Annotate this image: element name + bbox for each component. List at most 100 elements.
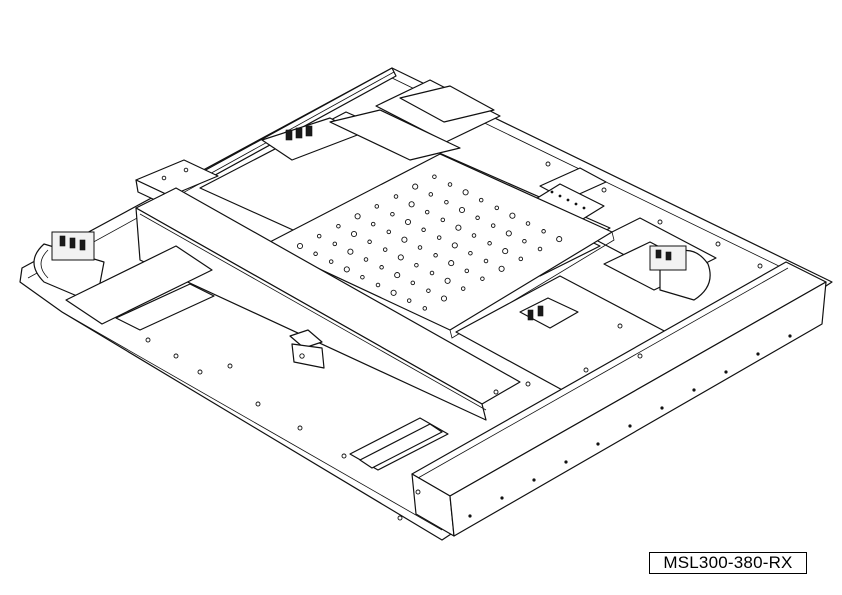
base-hole — [493, 389, 499, 395]
base-hole — [657, 219, 663, 225]
table-hole — [429, 270, 435, 276]
base-hole — [525, 381, 531, 387]
beam-screw — [468, 514, 472, 518]
table-hole — [440, 295, 448, 302]
table-hole — [404, 218, 412, 226]
base-mounting-holes — [145, 161, 763, 521]
table-hole — [401, 236, 408, 243]
table-hole — [525, 221, 531, 226]
table-hole — [444, 199, 449, 205]
table-hole — [556, 236, 563, 243]
table-hole — [455, 224, 462, 231]
table-hole — [462, 189, 469, 196]
table-hole — [444, 277, 451, 284]
table-hole — [460, 286, 466, 291]
base-hole — [145, 337, 151, 343]
beam-screw — [596, 442, 600, 446]
table-hole — [433, 253, 438, 258]
base-hole — [583, 367, 589, 373]
table-hole — [428, 192, 434, 197]
base-hole — [617, 323, 623, 329]
base-hole — [637, 353, 643, 359]
table-hole — [354, 213, 361, 220]
table-hole — [541, 229, 546, 234]
table-hole — [390, 289, 397, 296]
table-hole — [347, 248, 354, 255]
lower-rail-blocks — [65, 245, 449, 471]
beam-screw — [724, 370, 728, 374]
table-hole — [367, 239, 372, 245]
base-hole — [415, 489, 421, 495]
base-hole — [715, 241, 721, 247]
beam-screw — [532, 478, 536, 482]
table-hole — [414, 262, 419, 268]
base-hole — [397, 515, 403, 521]
table-hole — [343, 266, 350, 273]
table-hole — [464, 268, 470, 274]
left-cable-carrier — [33, 231, 105, 305]
table-hole — [360, 274, 365, 280]
table-hole — [386, 229, 392, 235]
base-hole — [227, 363, 233, 369]
base-hole — [341, 453, 347, 459]
table-hole — [448, 260, 455, 267]
table-hole — [394, 272, 401, 279]
table-hole — [447, 182, 453, 187]
table-hole — [490, 223, 496, 228]
table-hole — [374, 204, 380, 209]
table-hole — [316, 233, 322, 239]
table-hole — [522, 238, 527, 244]
table-hole — [424, 209, 430, 215]
table-hole — [498, 265, 505, 272]
table-hole — [509, 212, 516, 219]
table-hole — [440, 217, 446, 223]
base-hole — [601, 187, 607, 193]
table-hole — [458, 206, 466, 214]
table-hole — [494, 205, 500, 211]
table-hole — [379, 265, 384, 270]
table-hole — [480, 276, 485, 281]
beam-screw — [756, 352, 760, 356]
table-hole — [363, 257, 369, 262]
table-hole — [417, 245, 423, 250]
table-hole — [475, 215, 480, 221]
beam-screw — [788, 334, 792, 338]
front-beam — [135, 187, 521, 421]
table-hole — [313, 251, 318, 257]
table-hole — [410, 280, 416, 286]
table-hole — [421, 227, 426, 233]
table-hole — [502, 248, 509, 255]
beam-screw — [628, 424, 632, 428]
base-hole — [255, 401, 261, 407]
beam-screw — [564, 460, 568, 464]
table-hole — [471, 233, 477, 238]
right-cable-carrier — [649, 245, 711, 301]
table-hole — [468, 250, 473, 256]
table-hole — [408, 201, 415, 208]
table-hole — [382, 247, 388, 252]
table-hole — [406, 298, 412, 303]
end-beam — [411, 261, 827, 537]
base-hole — [173, 353, 179, 359]
table-hole — [483, 258, 489, 264]
table-hole — [426, 288, 431, 293]
table-hole — [390, 211, 395, 217]
table-hole — [332, 241, 338, 247]
table-hole — [350, 230, 358, 238]
stage-table — [265, 153, 615, 339]
table-hole — [412, 183, 419, 190]
table-hole — [296, 242, 304, 250]
table-hole — [336, 223, 341, 229]
table-hole — [375, 282, 381, 288]
table-hole — [451, 242, 458, 249]
table-hole — [518, 256, 524, 262]
table-hole — [422, 306, 428, 311]
table-hole — [487, 241, 492, 246]
beam-screw — [500, 496, 504, 500]
table-hole — [478, 197, 484, 203]
table-hole — [537, 246, 543, 252]
beam-screw — [692, 388, 696, 392]
base-hole — [545, 161, 551, 167]
table-hole — [328, 259, 334, 264]
